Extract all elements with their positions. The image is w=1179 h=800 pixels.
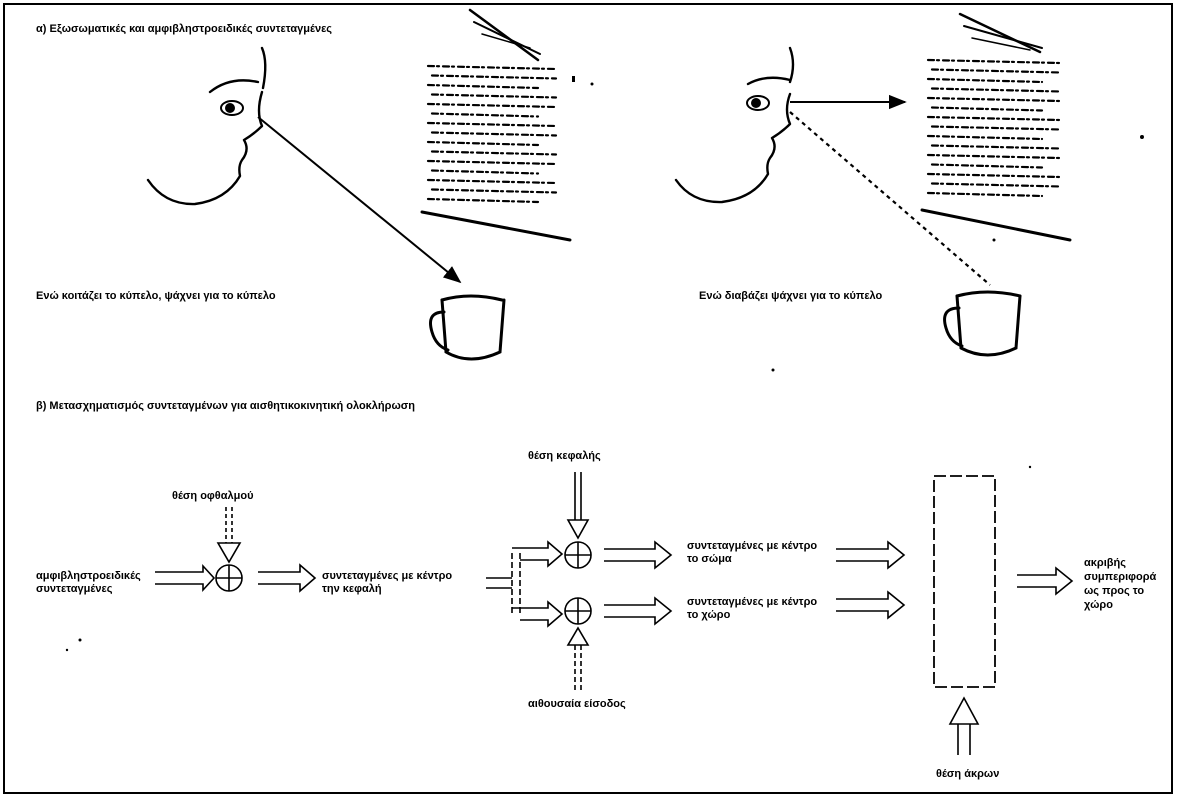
scribble-line [932,184,1060,187]
scribble-line [928,155,1060,158]
flow-diagram [155,472,1072,755]
face-profile-right [676,48,793,202]
label-head-centered: συντεταγμένες με κέντρο την κεφαλή [322,570,462,596]
arrow-sum2-out [604,542,671,568]
label-retinal-coordinates: αμφιβληστροειδικές συντεταγμένες [36,570,151,596]
scribble-line [932,165,1042,168]
scribble-line [928,117,1060,120]
scribble-line [928,98,1060,101]
scribble-line [928,79,1042,82]
scribble-line [432,76,556,79]
label-vestibular-input: αιθουσαία είσοδος [528,698,626,711]
label-space-centered: συντεταγμένες με κέντρο το χώρο [687,596,822,622]
scribble-line [932,127,1060,130]
scribble-line [428,66,556,69]
face-profile-left [148,48,265,204]
scribble-line [432,114,538,117]
section-b-heading: β) Μετασχηματισμός συντεταγμένων για αισ… [36,400,415,413]
arrow-eye-position [218,507,240,562]
label-eye-position: θέση οφθαλμού [172,490,253,503]
arrow-retinal-to-sum1 [155,566,214,590]
scribble-line [928,193,1042,196]
cup-icon-left [431,296,505,359]
arrow-limb-position [950,698,978,755]
scribble-line [428,199,538,202]
summation-node-3 [565,598,591,624]
section-a-heading: α) Εξωσωματικές και αμφιβληστροειδικές σ… [36,23,332,36]
scribble-line [928,174,1060,177]
scribble-line [932,108,1042,111]
scribble-line [928,60,1060,63]
scribble-line [428,123,556,126]
caption-right: Ενώ διαβάζει ψάχνει για το κύπελο [699,290,882,303]
branch-arrows [486,542,562,626]
scribble-line [432,190,556,193]
scribble-line [428,142,538,145]
arrow-space-to-box [836,592,904,618]
summation-node-2 [565,542,591,568]
label-head-position: θέση κεφαλής [528,450,601,463]
eye-icon-left [221,101,243,115]
cup-icon-right [945,292,1020,355]
summation-node-1 [216,565,242,591]
scribble-line [932,89,1060,92]
scribble-line [428,85,538,88]
scribble-line [428,161,556,164]
scribble-line [432,171,538,174]
scribble-line [428,104,556,107]
arrow-body-to-box [836,542,904,568]
arrow-sum1-out [258,565,315,591]
scribble-line [432,152,556,155]
arrow-sum3-out [604,598,671,624]
eye-icon-right [747,96,769,110]
label-body-centered: συντεταγμένες με κέντρο το σώμα [687,540,822,566]
integration-box [934,476,995,687]
scribble-line [932,70,1060,73]
arrow-output [1017,568,1072,594]
scribble-line [428,180,556,183]
scribble-line [432,95,556,98]
scribble-line [432,133,556,136]
scribble-line [932,146,1060,149]
label-accurate-behavior: ακριβής συμπεριφορά ως προς το χώρο [1084,556,1162,612]
arrow-vestibular [568,628,588,690]
label-limb-position: θέση άκρων [936,768,999,781]
scribble-line [928,136,1042,139]
text-page-left [422,10,570,240]
attention-line-right [790,112,990,285]
caption-left: Ενώ κοιτάζει το κύπελο, ψάχνει για το κύ… [36,290,276,303]
text-page-right [922,14,1070,240]
arrow-head-position [568,472,588,538]
